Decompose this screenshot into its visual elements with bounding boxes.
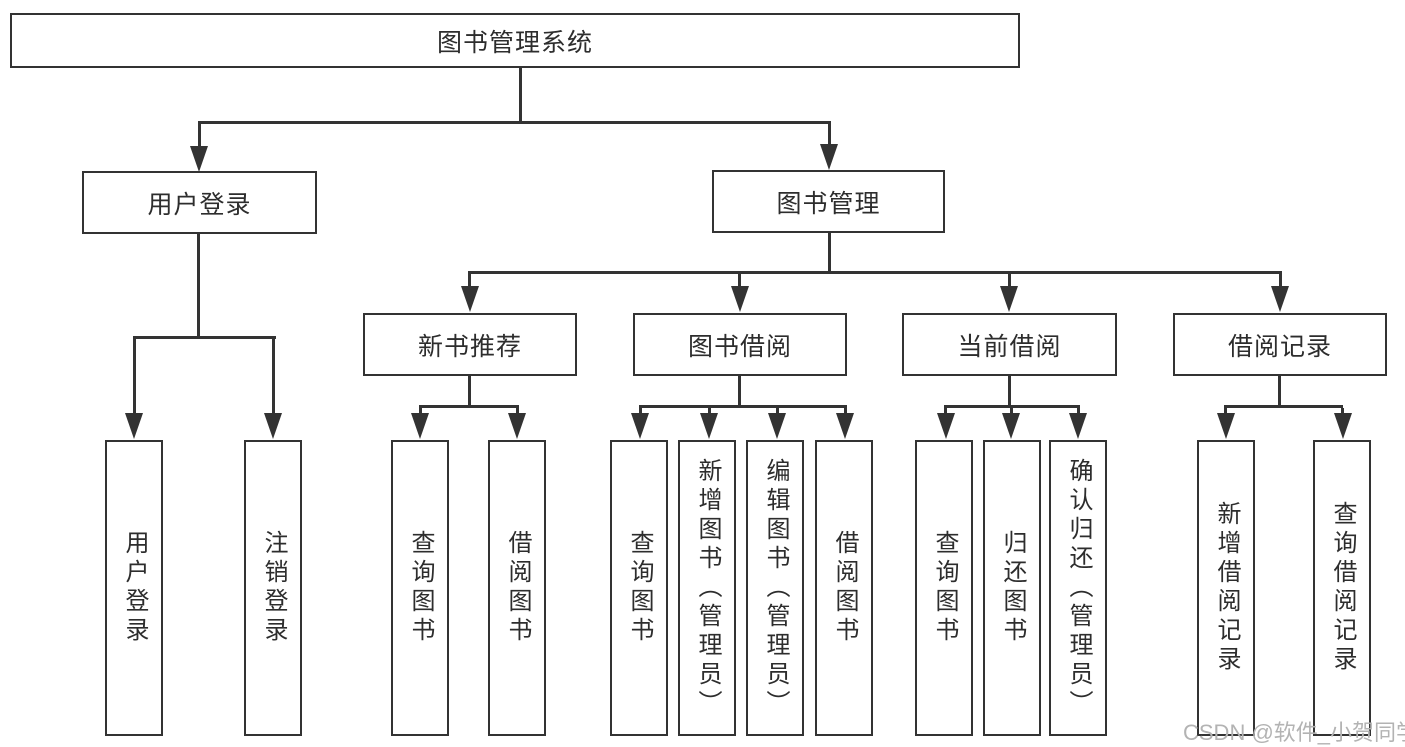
arrow-down-icon: [411, 413, 429, 439]
arrow-down-icon: [768, 413, 786, 439]
connector-line: [198, 123, 201, 147]
connector-line: [133, 339, 136, 414]
leaf-borrow-query: 查询图书: [610, 440, 668, 736]
arrow-down-icon: [820, 144, 838, 170]
connector-line: [639, 408, 642, 414]
connector-line: [1279, 274, 1282, 287]
connector-line: [1341, 408, 1344, 414]
connector-line: [738, 274, 741, 287]
arrow-down-icon: [264, 413, 282, 439]
node-user-login: 用户登录: [82, 171, 317, 234]
arrow-down-icon: [700, 413, 718, 439]
connector-line: [828, 233, 831, 273]
arrow-down-icon: [508, 413, 526, 439]
node-new-book-rec: 新书推荐: [363, 313, 577, 376]
connector-line: [708, 408, 711, 414]
connector-line: [419, 408, 422, 414]
arrow-down-icon: [461, 286, 479, 312]
arrow-down-icon: [1002, 413, 1020, 439]
connector-line: [639, 405, 847, 408]
connector-line: [133, 336, 276, 339]
leaf-borrow-borrow: 借阅图书: [815, 440, 873, 736]
connector-line: [516, 408, 519, 414]
arrow-down-icon: [836, 413, 854, 439]
leaf-current-confirm: 确认归还（管理员）: [1049, 440, 1107, 736]
arrow-down-icon: [1271, 286, 1289, 312]
connector-line: [776, 408, 779, 414]
arrow-down-icon: [631, 413, 649, 439]
node-book-mgmt: 图书管理: [712, 170, 945, 233]
connector-line: [468, 271, 1282, 274]
connector-line: [1077, 408, 1080, 414]
connector-line: [419, 405, 519, 408]
arrow-down-icon: [125, 413, 143, 439]
connector-line: [1278, 376, 1281, 407]
leaf-current-query: 查询图书: [915, 440, 973, 736]
leaf-borrow-add: 新增图书（管理员）: [678, 440, 736, 736]
arrow-down-icon: [1000, 286, 1018, 312]
connector-line: [1224, 408, 1227, 414]
connector-line: [198, 121, 831, 124]
arrow-down-icon: [731, 286, 749, 312]
connector-line: [468, 274, 471, 287]
node-current-borrow: 当前借阅: [902, 313, 1117, 376]
leaf-newbook-borrow: 借阅图书: [488, 440, 546, 736]
connector-line: [1010, 408, 1013, 414]
arrow-down-icon: [1069, 413, 1087, 439]
connector-line: [272, 339, 275, 414]
node-root: 图书管理系统: [10, 13, 1020, 68]
arrow-down-icon: [190, 146, 208, 172]
connector-line: [944, 408, 947, 414]
connector-line: [519, 68, 522, 122]
connector-line: [197, 234, 200, 337]
leaf-records-add: 新增借阅记录: [1197, 440, 1255, 736]
connector-line: [944, 405, 1080, 408]
arrow-down-icon: [1334, 413, 1352, 439]
leaf-logout: 注销登录: [244, 440, 302, 736]
connector-line: [1008, 274, 1011, 287]
connector-line: [844, 408, 847, 414]
arrow-down-icon: [937, 413, 955, 439]
connector-line: [468, 376, 471, 407]
leaf-records-query: 查询借阅记录: [1313, 440, 1371, 736]
arrow-down-icon: [1217, 413, 1235, 439]
leaf-current-return: 归还图书: [983, 440, 1041, 736]
connector-line: [738, 376, 741, 407]
leaf-user-login: 用户登录: [105, 440, 163, 736]
node-borrow-records: 借阅记录: [1173, 313, 1387, 376]
csdn-watermark: CSDN @软件_小贺同学: [1183, 720, 1405, 745]
leaf-newbook-query: 查询图书: [391, 440, 449, 736]
connector-line: [1008, 376, 1011, 407]
connector-line: [1224, 405, 1343, 408]
leaf-borrow-edit: 编辑图书（管理员）: [746, 440, 804, 736]
node-book-borrow: 图书借阅: [633, 313, 847, 376]
connector-line: [828, 123, 831, 145]
